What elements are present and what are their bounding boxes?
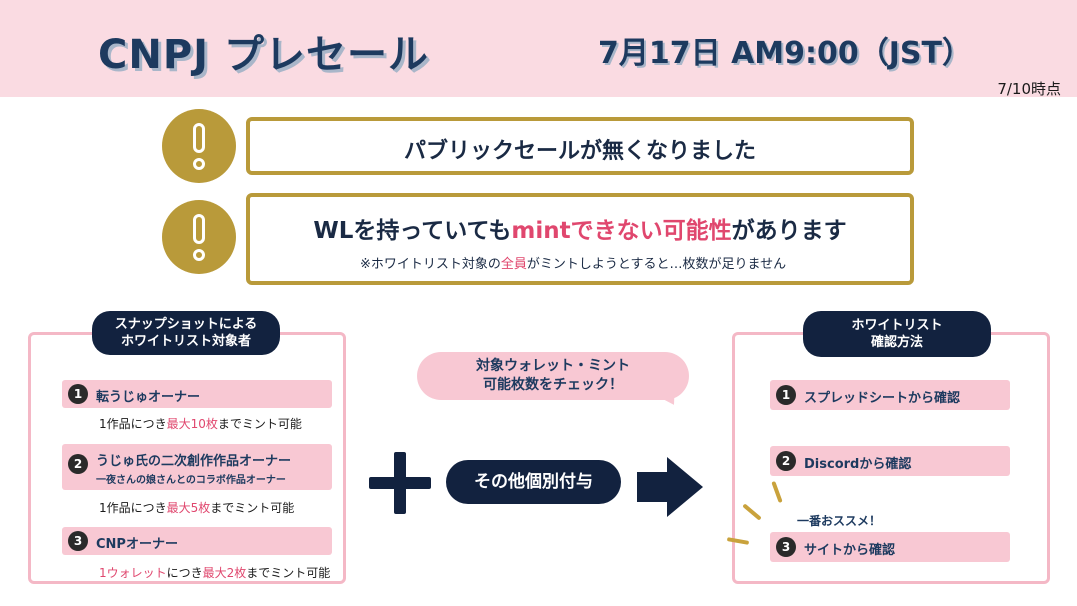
alert-mint-possibility: WLを持っていてもmintできない可能性があります ※ホワイトリスト対象の全員が… (246, 193, 914, 285)
number-badge: 1 (68, 384, 88, 404)
item-description: 1作品につき最大10枚までミント可能 (99, 417, 302, 431)
list-item: 1 転うじゅオーナー (62, 380, 332, 408)
recommend-label: 一番おススメ！ (797, 514, 882, 528)
item-label: サイトから確認 (804, 543, 896, 558)
item-label: CNPオーナー (96, 537, 178, 552)
list-item: 3 CNPオーナー (62, 527, 332, 555)
alert-message: WLを持っていてもmintできない可能性があります (313, 218, 847, 244)
left-panel-heading: スナップショットによる ホワイトリスト対象者 (92, 311, 280, 355)
exclamation-icon (162, 109, 236, 183)
list-item[interactable]: 1 スプレッドシートから確認 (770, 380, 1010, 410)
item-label: 転うじゅオーナー (96, 390, 201, 405)
item-label: スプレッドシートから確認 (804, 391, 961, 406)
list-item: 2 うじゅ氏の二次創作作品オーナー 一夜さんの娘さんとのコラボ作品オーナー (62, 444, 332, 490)
number-badge: 2 (776, 451, 796, 471)
arrow-right-icon (637, 472, 669, 502)
item-label: Discordから確認 (804, 457, 912, 472)
header-banner (0, 0, 1077, 97)
sale-date: 7月17日 AM9:00（JST） (598, 36, 972, 71)
right-panel-heading: ホワイトリスト 確認方法 (803, 311, 991, 357)
alert-note: ※ホワイトリスト対象の全員がミントしようとすると…枚数が足りません (360, 257, 787, 272)
arrow-right-icon (667, 457, 703, 517)
plus-icon (394, 452, 406, 514)
as-of-date: 7/10時点 (997, 80, 1061, 98)
whitelist-check-panel: 1 スプレッドシートから確認 2 Discordから確認 3 サイトから確認 (732, 332, 1050, 584)
number-badge: 1 (776, 385, 796, 405)
item-label: うじゅ氏の二次創作作品オーナー (96, 454, 292, 469)
list-item[interactable]: 2 Discordから確認 (770, 446, 1010, 476)
item-description: 1作品につき最大5枚までミント可能 (99, 501, 295, 515)
page-title: CNPJ プレセール (98, 32, 429, 78)
speech-bubble: 対象ウォレット・ミント 可能枚数をチェック！ (417, 352, 689, 400)
number-badge: 2 (68, 454, 88, 474)
exclamation-icon (162, 200, 236, 274)
other-allocation-label: その他個別付与 (446, 460, 621, 504)
alert-public-sale: パブリックセールが無くなりました (246, 117, 914, 175)
number-badge: 3 (68, 531, 88, 551)
whitelist-targets-panel: 1 転うじゅオーナー 1作品につき最大10枚までミント可能 2 うじゅ氏の二次創… (28, 332, 346, 584)
alert-message: パブリックセールが無くなりました (403, 139, 756, 164)
item-sublabel: 一夜さんの娘さんとのコラボ作品オーナー (96, 475, 286, 486)
list-item[interactable]: 3 サイトから確認 (770, 532, 1010, 562)
number-badge: 3 (776, 537, 796, 557)
item-description: 1ウォレットにつき最大2枚までミント可能 (99, 566, 331, 580)
